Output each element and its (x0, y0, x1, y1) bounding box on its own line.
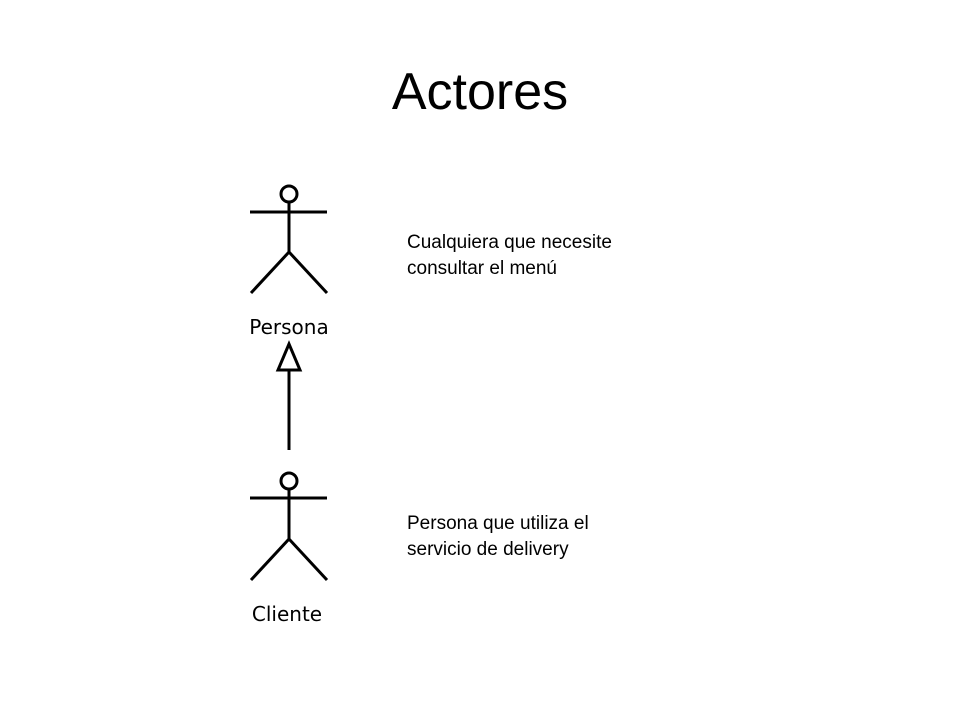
slide-title: Actores (391, 63, 569, 121)
description-line: Cualquiera que necesite (407, 232, 612, 253)
actor-persona-left-leg (249, 250, 291, 295)
description-line: Persona que utiliza el (407, 513, 589, 534)
description-line: consultar el menú (407, 258, 557, 279)
actor-persona-description: Cualquiera que necesite consultar el men… (407, 230, 707, 282)
actor-persona-head (279, 184, 299, 204)
actor-cliente-left-leg (249, 537, 291, 582)
actor-cliente-label: Cliente (252, 602, 322, 626)
generalization-arrow (275, 340, 303, 450)
generalization-arrowhead (275, 340, 303, 372)
actor-persona-label: Persona (249, 315, 328, 339)
actor-cliente-head (279, 471, 299, 491)
actor-cliente: Cliente (249, 471, 329, 626)
actor-cliente-description: Persona que utiliza el servicio de deliv… (407, 511, 707, 563)
description-line: servicio de delivery (407, 539, 569, 560)
actor-cliente-right-leg (287, 537, 329, 582)
actor-persona: Persona (249, 184, 329, 339)
actor-persona-right-leg (287, 250, 329, 295)
